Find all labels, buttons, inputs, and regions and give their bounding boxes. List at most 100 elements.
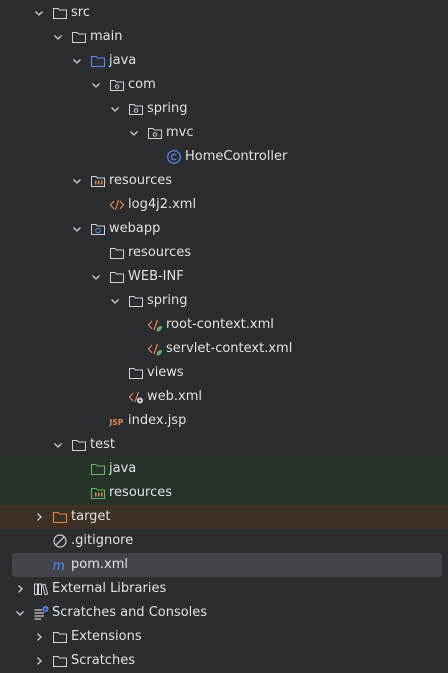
chevron-down-icon[interactable] <box>71 55 83 67</box>
chevron-down-icon[interactable] <box>109 295 121 307</box>
tree-node-java[interactable]: java <box>0 49 448 73</box>
tree-node-label: resources <box>109 485 173 500</box>
tree-node-servlet-context-xml[interactable]: servlet-context.xml <box>0 337 448 361</box>
maven-file-icon: m <box>52 557 68 573</box>
web-folder-icon <box>90 221 106 237</box>
source-folder-icon <box>90 53 106 69</box>
folder-icon <box>128 293 144 309</box>
tree-node-views[interactable]: views <box>0 361 448 385</box>
chevron-down-icon[interactable] <box>71 223 83 235</box>
tree-node-homecontroller[interactable]: HomeController <box>0 145 448 169</box>
chevron-right-icon[interactable] <box>33 631 45 643</box>
tree-node-label: Extensions <box>71 629 142 644</box>
tree-node-label: mvc <box>166 125 194 140</box>
tree-node-test[interactable]: test <box>0 433 448 457</box>
test-source-folder-icon <box>90 461 106 477</box>
tree-node-spring-package[interactable]: spring <box>0 97 448 121</box>
tree-node-web-inf[interactable]: WEB-INF <box>0 265 448 289</box>
tree-node-test-resources[interactable]: resources <box>0 481 448 505</box>
tree-node-target[interactable]: target <box>0 505 448 529</box>
tree-node-label: webapp <box>109 221 161 236</box>
package-icon <box>109 77 125 93</box>
folder-icon <box>71 437 87 453</box>
tree-node-label: pom.xml <box>71 557 128 572</box>
scratches-icon <box>33 605 49 621</box>
chevron-right-icon[interactable] <box>33 511 45 523</box>
tree-node-pom-xml[interactable]: m pom.xml <box>12 553 442 577</box>
tree-node-label: spring <box>147 101 188 116</box>
folder-icon <box>109 245 125 261</box>
chevron-down-icon[interactable] <box>52 439 64 451</box>
tree-node-label: java <box>109 53 137 68</box>
excluded-folder-icon <box>52 509 68 525</box>
tree-node-label: log4j2.xml <box>128 197 197 212</box>
tree-node-resources-main[interactable]: resources <box>0 169 448 193</box>
chevron-down-icon[interactable] <box>52 31 64 43</box>
tree-node-label: java <box>109 461 137 476</box>
chevron-down-icon[interactable] <box>71 175 83 187</box>
tree-node-label: root-context.xml <box>166 317 274 332</box>
web-xml-icon <box>128 389 144 405</box>
tree-node-label: Scratches <box>71 653 135 668</box>
tree-node-label: index.jsp <box>128 413 187 428</box>
svg-text:m: m <box>52 558 65 573</box>
tree-node-scratches[interactable]: Scratches <box>0 649 448 673</box>
tree-node-gitignore[interactable]: .gitignore <box>0 529 448 553</box>
tree-node-label: web.xml <box>147 389 202 404</box>
folder-icon <box>52 653 68 669</box>
class-icon <box>166 149 182 165</box>
folder-icon <box>128 365 144 381</box>
chevron-down-icon[interactable] <box>33 7 45 19</box>
tree-node-com[interactable]: com <box>0 73 448 97</box>
package-icon <box>147 125 163 141</box>
tree-node-scratches-and-consoles[interactable]: Scratches and Consoles <box>0 601 448 625</box>
tree-node-external-libraries[interactable]: External Libraries <box>0 577 448 601</box>
tree-node-label: spring <box>147 293 188 308</box>
chevron-down-icon[interactable] <box>128 127 140 139</box>
tree-node-label: WEB-INF <box>128 269 184 284</box>
folder-icon <box>52 629 68 645</box>
tree-node-label: resources <box>109 173 173 188</box>
chevron-down-icon[interactable] <box>90 79 102 91</box>
tree-node-src[interactable]: src <box>0 1 448 25</box>
tree-node-resources-webapp[interactable]: resources <box>0 241 448 265</box>
tree-node-label: test <box>90 437 115 452</box>
tree-node-label: External Libraries <box>52 581 167 596</box>
tree-node-label: src <box>71 5 90 20</box>
tree-node-label: .gitignore <box>71 533 134 548</box>
chevron-down-icon[interactable] <box>14 607 26 619</box>
folder-icon <box>71 29 87 45</box>
tree-node-index-jsp[interactable]: JSP index.jsp <box>0 409 448 433</box>
tree-node-label: Scratches and Consoles <box>52 605 208 620</box>
jsp-file-icon: JSP <box>109 413 125 429</box>
chevron-down-icon[interactable] <box>109 103 121 115</box>
tree-node-label: com <box>128 77 156 92</box>
test-resources-folder-icon <box>90 485 106 501</box>
chevron-down-icon[interactable] <box>90 271 102 283</box>
tree-node-extensions[interactable]: Extensions <box>0 625 448 649</box>
libraries-icon <box>33 581 49 597</box>
tree-node-label: views <box>147 365 184 380</box>
tree-node-mvc[interactable]: mvc <box>0 121 448 145</box>
tree-node-test-java[interactable]: java <box>0 457 448 481</box>
tree-node-label: main <box>90 29 123 44</box>
tree-node-webapp[interactable]: webapp <box>0 217 448 241</box>
tree-node-label: target <box>71 509 111 524</box>
spring-xml-icon <box>147 341 163 357</box>
tree-node-log4j2-xml[interactable]: log4j2.xml <box>0 193 448 217</box>
ignore-file-icon <box>52 533 68 549</box>
chevron-right-icon[interactable] <box>33 655 45 667</box>
folder-icon <box>109 269 125 285</box>
tree-node-web-xml[interactable]: web.xml <box>0 385 448 409</box>
tree-node-label: resources <box>128 245 192 260</box>
tree-node-label: HomeController <box>185 149 288 164</box>
tree-node-main[interactable]: main <box>0 25 448 49</box>
chevron-right-icon[interactable] <box>14 583 26 595</box>
tree-node-root-context-xml[interactable]: root-context.xml <box>0 313 448 337</box>
tree-node-spring-folder[interactable]: spring <box>0 289 448 313</box>
xml-file-icon <box>109 197 125 213</box>
spring-xml-icon <box>147 317 163 333</box>
resources-folder-icon <box>90 173 106 189</box>
folder-icon <box>52 5 68 21</box>
